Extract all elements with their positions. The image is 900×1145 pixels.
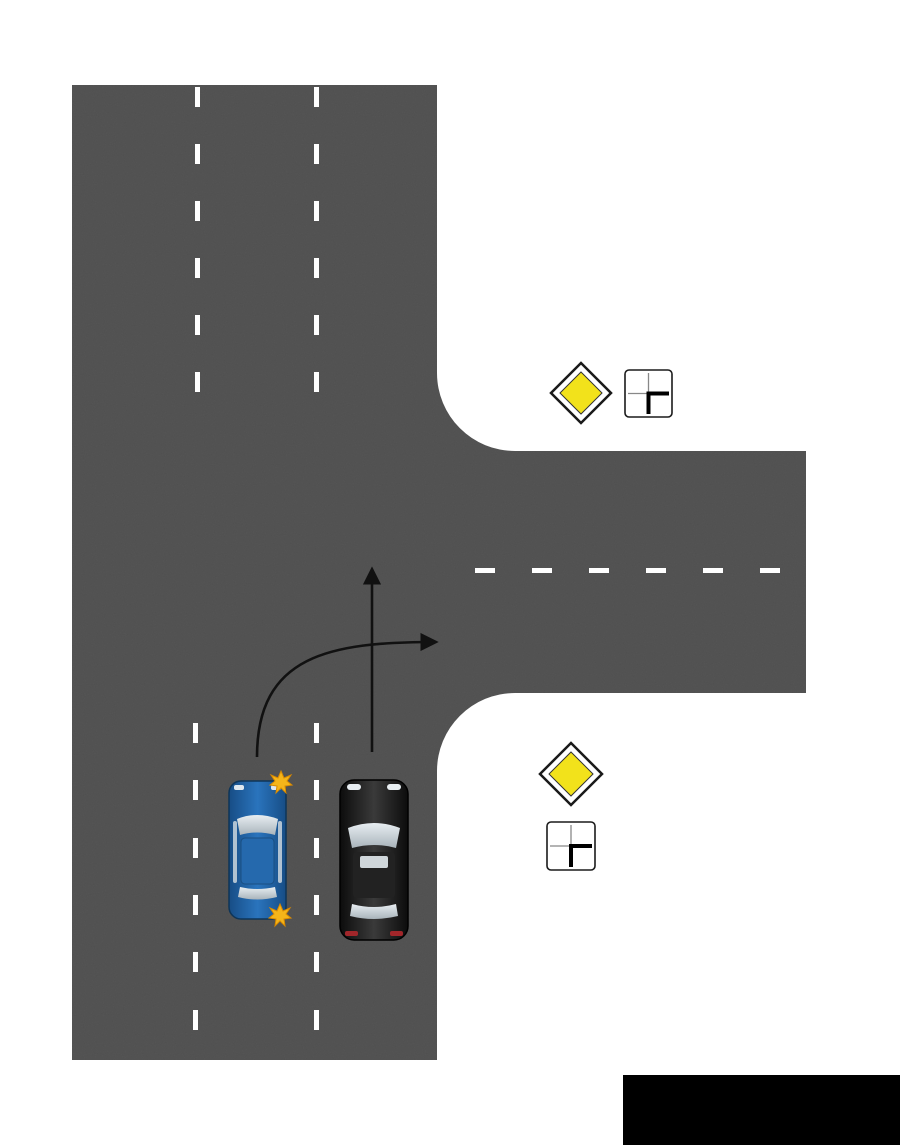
lane-dash [314,723,319,743]
lane-dash [314,1010,319,1030]
blue-car [228,780,287,920]
lane-dash [314,144,319,164]
lane-dash [532,568,552,573]
lane-dash [760,568,780,573]
lane-dash [193,723,198,743]
turn-signal-icon [267,902,293,928]
lane-dash [589,568,609,573]
main-road-direction-plate-icon [624,369,673,418]
lane-dash [314,895,319,915]
lane-dash [646,568,666,573]
lane-dash [703,568,723,573]
lane-dash [193,838,198,858]
black-car [339,779,409,941]
lane-dash [314,372,319,392]
black-overlay-box [623,1075,900,1145]
lane-dash [475,568,495,573]
lane-dash [314,315,319,335]
priority-road-sign [538,741,604,807]
main-road-direction-plate-icon [546,821,596,871]
lane-dash [195,87,200,107]
lane-dash [195,258,200,278]
lane-dash [195,372,200,392]
lane-dash [314,201,319,221]
lane-dash [193,1010,198,1030]
lane-dash [314,952,319,972]
lane-dash [314,87,319,107]
lane-dash [314,780,319,800]
road-surface [72,85,806,1060]
lane-dash [314,838,319,858]
lane-dash [193,952,198,972]
lane-dash [195,144,200,164]
lane-dash [193,780,198,800]
lane-dash [195,315,200,335]
lane-dash [193,895,198,915]
lane-dash [314,258,319,278]
right-turn-arrow [255,632,439,758]
priority-road-sign [549,361,613,425]
lane-dash [195,201,200,221]
turn-signal-icon [268,769,294,795]
lane-markings [193,87,780,1030]
